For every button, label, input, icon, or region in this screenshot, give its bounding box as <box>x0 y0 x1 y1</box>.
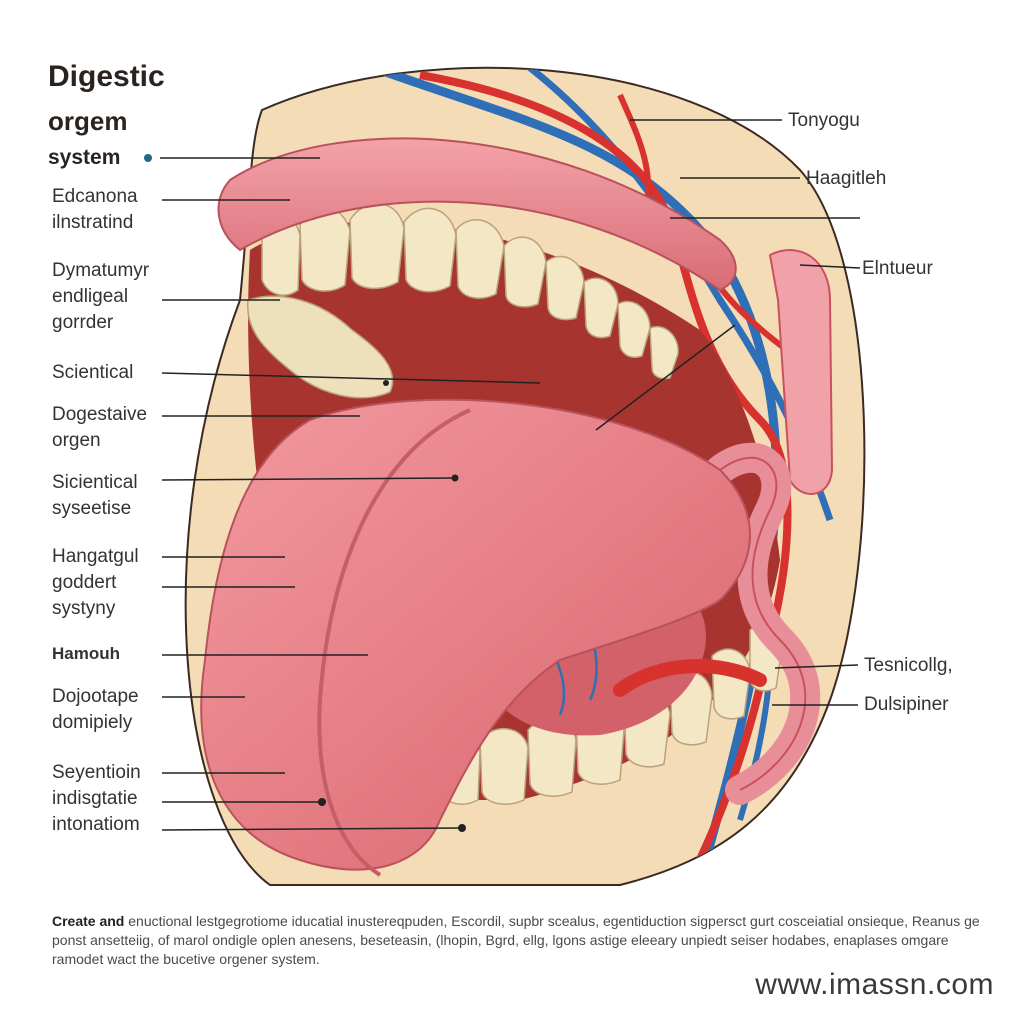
caption-text: Create and enuctional lestgegrotiome idu… <box>52 912 992 969</box>
title-line-2: orgem <box>48 106 128 136</box>
left-label-2: Dymatumyr endligeal gorrder <box>52 260 150 333</box>
left-label-8: Dojootape domipiely <box>52 686 139 733</box>
watermark: www.imassn.com <box>755 968 994 1001</box>
left-label-1: Edcanona ilnstratind <box>52 186 138 233</box>
left-label-7: Hamouh <box>52 644 120 663</box>
pink-tube-outline <box>719 456 807 791</box>
leader-dots <box>144 154 466 832</box>
left-label-9: Seyentioin indisgtatie intonatiom <box>52 762 141 835</box>
right-label-1: Tonyogu <box>788 110 860 131</box>
upper-teeth <box>261 203 679 380</box>
tongue <box>200 398 751 871</box>
right-leader-lines <box>595 119 861 706</box>
title-line-3: system <box>48 146 121 169</box>
caption-body: enuctional lestgegrotiome iducatial inus… <box>52 913 980 967</box>
title-line-1: Digestic <box>48 60 165 93</box>
left-molars <box>247 295 394 399</box>
upper-lip <box>217 137 737 292</box>
right-label-2: Haagitleh <box>806 168 887 189</box>
red-tube <box>613 659 767 697</box>
caption-lead: Create and <box>52 913 125 929</box>
right-label-5: Dulsipiner <box>864 694 949 715</box>
left-label-3: Scientical <box>52 362 134 383</box>
left-label-4: Dogestaive orgen <box>52 404 148 451</box>
right-label-3: Elntueur <box>862 258 933 279</box>
left-leader-lines <box>160 157 541 831</box>
tongue-fold <box>317 408 471 877</box>
left-label-6: Hangatgul goddert systyny <box>52 546 139 619</box>
right-label-4: Tesnicollg, <box>864 655 953 676</box>
artery-vessel <box>419 71 792 882</box>
left-label-5: Sicientical syseetise <box>52 472 138 519</box>
throat-tube <box>768 249 834 495</box>
